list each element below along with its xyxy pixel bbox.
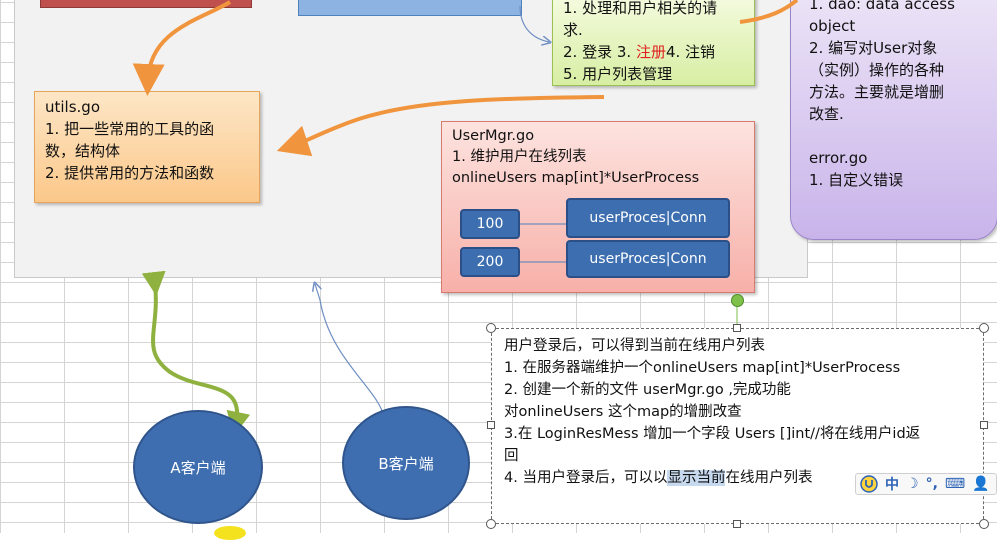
- punctuation-icon[interactable]: °,: [925, 476, 938, 492]
- ime-toolbar[interactable]: 中 ☽ °, ⌨ 👤: [855, 473, 997, 495]
- moon-icon[interactable]: ☽: [906, 476, 919, 492]
- usermgr-title: UserMgr.go: [452, 128, 535, 144]
- utils-line-1: 1. 把一些常用的工具的函: [45, 120, 215, 138]
- highlighted-text[interactable]: 显示当前: [667, 470, 726, 486]
- user-icon[interactable]: 👤: [972, 476, 990, 492]
- dao-line-3: （实例）操作的各种: [809, 61, 945, 79]
- map-key-100[interactable]: 100: [460, 209, 520, 239]
- resize-handle-l[interactable]: [487, 421, 495, 429]
- process-line-1: 求.: [563, 21, 583, 39]
- client-b-label: B客户端: [378, 454, 434, 473]
- usermgr-line-2: onlineUsers map[int]*UserProcess: [452, 170, 700, 186]
- note-line-7a: 4. 当用户登录后，可以以: [504, 470, 668, 486]
- map-key-200[interactable]: 200: [460, 247, 520, 277]
- note-line-3: 2. 创建一个新的文件 userMgr.go ,完成功能: [504, 382, 791, 398]
- client-b-ellipse[interactable]: B客户端: [342, 406, 470, 520]
- process-box[interactable]: 1. 处理和用户相关的请 求. 2. 登录 3. 注册4. 注销 5. 用户列表…: [552, 0, 755, 86]
- client-a-label: A客户端: [170, 458, 226, 477]
- resize-handle-bl[interactable]: [486, 519, 496, 529]
- resize-handle-r[interactable]: [980, 421, 988, 429]
- dao-line-4: 方法。主要就是增删: [809, 83, 945, 101]
- resize-handle-br[interactable]: [979, 519, 989, 529]
- arrow-to-process: [519, 5, 549, 42]
- resize-handle-b[interactable]: [733, 520, 741, 528]
- ime-chinese-mode[interactable]: 中: [885, 477, 899, 493]
- note-line-5: 3.在 LoginResMess 增加一个字段 Users []int//将在线…: [504, 426, 921, 442]
- top-red-box: [40, 0, 252, 8]
- resize-handle-tl[interactable]: [486, 323, 496, 333]
- process-line-2: 2. 登录 3. 注册4. 注销: [563, 41, 744, 63]
- utils-line-3: 2. 提供常用的方法和函数: [45, 164, 215, 182]
- dao-line-6: error.go: [809, 149, 868, 167]
- dao-box[interactable]: 1. dao: data access object 2. 编写对User对象 …: [790, 0, 997, 240]
- dao-line-7: 1. 自定义错误: [809, 171, 904, 189]
- register-text: 注册: [635, 43, 666, 61]
- blue-arrow-b-client: [315, 284, 385, 419]
- partial-yellow-shape: [214, 526, 246, 540]
- resize-handle-t[interactable]: [733, 324, 741, 332]
- process-line-2c: 4. 注销: [665, 43, 716, 61]
- note-line-7c: 在线用户列表: [725, 470, 813, 486]
- map-value-2[interactable]: userProces|Conn: [566, 240, 730, 278]
- arrow-to-utils-right: [276, 95, 605, 157]
- usermgr-line-1: 1. 维护用户在线列表: [452, 149, 587, 165]
- arrow-to-utils-top: [132, 0, 232, 96]
- utils-box[interactable]: utils.go 1. 把一些常用的工具的函 数，结构体 2. 提供常用的方法和…: [34, 91, 260, 203]
- keyboard-icon[interactable]: ⌨: [944, 476, 966, 492]
- arrow-to-dao: [739, 0, 799, 24]
- dao-line-2: 2. 编写对User对象: [809, 39, 938, 57]
- client-a-ellipse[interactable]: A客户端: [133, 410, 263, 524]
- note-line-6: 回: [504, 448, 519, 464]
- rotate-handle[interactable]: [731, 294, 744, 307]
- utils-title: utils.go: [45, 98, 101, 116]
- dao-line-1: object: [809, 17, 856, 35]
- note-line-4: 对onlineUsers 这个map的增删改查: [504, 404, 742, 420]
- top-blue-box: [298, 0, 522, 16]
- green-bidirectional-arrow: [141, 270, 251, 436]
- dao-line-0: 1. dao: data access: [809, 0, 955, 13]
- ime-logo-icon[interactable]: [860, 475, 878, 493]
- utils-line-2: 数，结构体: [45, 142, 121, 160]
- process-line-0: 1. 处理和用户相关的请: [563, 0, 718, 17]
- process-line-2a: 2. 登录 3.: [563, 43, 636, 61]
- note-line-2: 1. 在服务器端维护一个onlineUsers map[int]*UserPro…: [504, 360, 901, 376]
- dao-line-5: 改查.: [809, 105, 844, 123]
- process-line-3: 5. 用户列表管理: [563, 65, 673, 83]
- note-line-7: 4. 当用户登录后，可以以显示当前在线用户列表: [504, 467, 971, 489]
- note-line-1: 用户登录后，可以得到当前在线用户列表: [504, 338, 765, 354]
- resize-handle-tr[interactable]: [979, 323, 989, 333]
- map-value-1[interactable]: userProces|Conn: [566, 198, 730, 238]
